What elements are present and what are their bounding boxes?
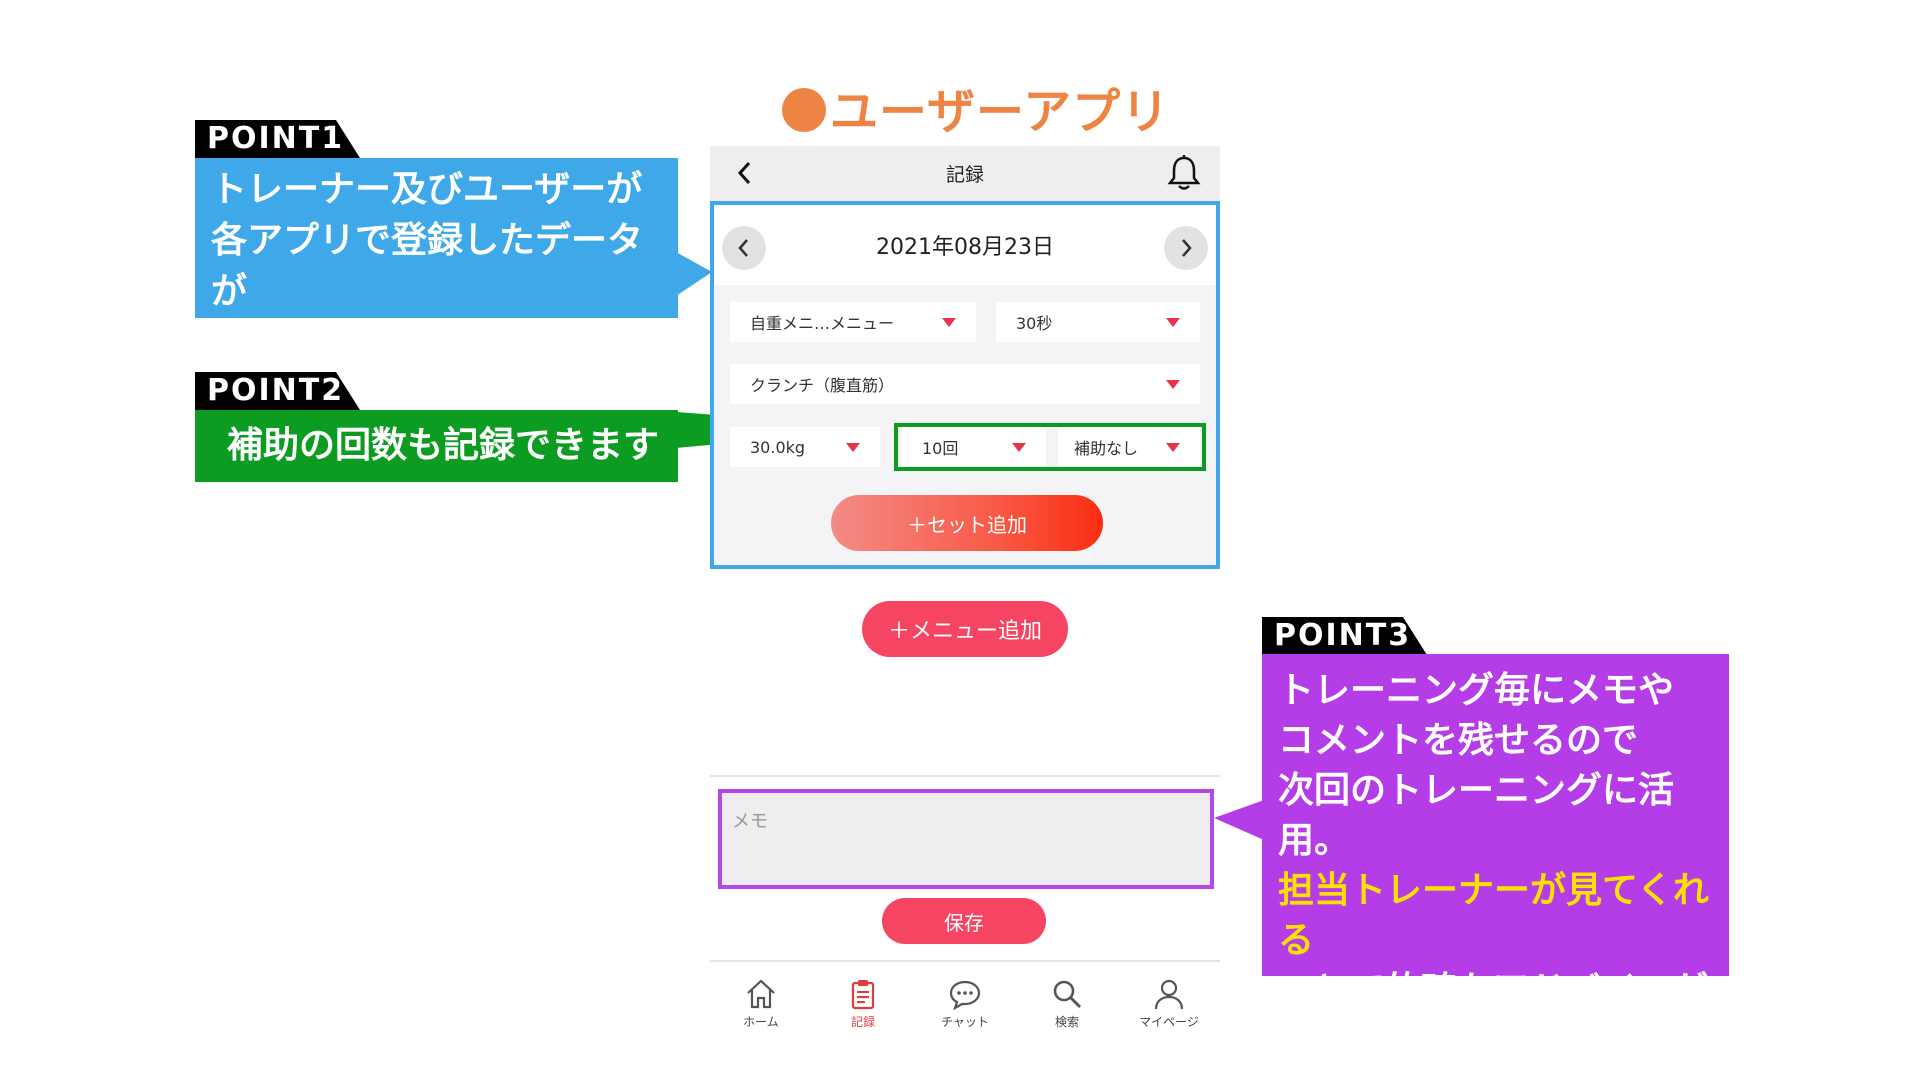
menu-select[interactable]: 自重メニ…メニュー [730, 302, 976, 342]
memo-placeholder: メモ [732, 811, 768, 832]
page-headline: ユーザーアプリ [782, 72, 1170, 142]
exercise-select[interactable]: クランチ（腹直筋） [730, 364, 1200, 404]
point1-tag: POINT1 [195, 120, 360, 158]
divider [710, 775, 1220, 777]
dropdown-arrow-icon [1166, 443, 1180, 452]
tab-label: 記録 [850, 1015, 875, 1029]
chevron-right-icon [1182, 239, 1192, 257]
weight-select[interactable]: 30.0kg [730, 427, 880, 467]
time-select[interactable]: 30秒 [996, 302, 1200, 342]
tab-chat[interactable]: チャット [914, 971, 1016, 1036]
phone-screen: 記録 2021年08月23日 自重メニ…メニュー 30秒 クランチ（腹直 [710, 146, 1220, 1066]
tab-mypage[interactable]: マイページ [1118, 971, 1220, 1036]
dropdown-arrow-icon [1166, 380, 1180, 389]
point3-text-end: ことで的確なアドバイスが もらえます。 [1278, 970, 1708, 1061]
date-label: 2021年08月23日 [876, 235, 1054, 260]
orange-dot-icon [782, 88, 826, 132]
dropdown-arrow-icon [1166, 318, 1180, 327]
reps-select-value: 10回 [922, 439, 959, 458]
point2-highlight-box [894, 423, 1206, 471]
divider [710, 960, 1220, 962]
notification-button[interactable] [1166, 154, 1202, 192]
search-icon [1053, 980, 1082, 1009]
point2-tag: POINT2 [195, 372, 360, 410]
point1-callout: トレーナー及びユーザーが 各アプリで登録したデータが 相互に反映！ [195, 158, 678, 363]
chevron-left-icon [738, 239, 748, 257]
dropdown-arrow-icon [1012, 443, 1026, 452]
weight-select-value: 30.0kg [750, 437, 806, 457]
point3-pointer [1214, 800, 1264, 840]
tab-label: マイページ [1139, 1015, 1199, 1029]
tab-label: ホーム [743, 1015, 779, 1029]
user-icon [1154, 979, 1184, 1010]
menu-select-value: 自重メニ…メニュー [750, 314, 895, 333]
dropdown-arrow-icon [846, 443, 860, 452]
assist-select[interactable]: 補助なし [1058, 427, 1200, 467]
tab-label: チャット [941, 1015, 989, 1029]
tab-label: 検索 [1054, 1015, 1079, 1029]
save-button[interactable]: 保存 [882, 898, 1046, 944]
time-select-value: 30秒 [1016, 314, 1053, 333]
prev-date-button[interactable] [722, 226, 766, 270]
point1-pointer [676, 252, 712, 296]
chat-icon [949, 980, 981, 1011]
headline-text: ユーザーアプリ [830, 84, 1171, 140]
app-header: 記録 [710, 146, 1220, 201]
header-title: 記録 [945, 164, 984, 186]
date-bar: 2021年08月23日 [714, 205, 1216, 285]
bell-icon [1167, 155, 1201, 190]
tab-search[interactable]: 検索 [1016, 971, 1118, 1036]
tab-home[interactable]: ホーム [710, 971, 812, 1036]
memo-input[interactable]: メモ [718, 789, 1214, 889]
chevron-left-icon [737, 161, 751, 185]
next-date-button[interactable] [1164, 226, 1208, 270]
add-menu-button[interactable]: ＋メニュー追加 [862, 601, 1068, 657]
home-icon [747, 979, 775, 1009]
add-set-button[interactable]: ＋セット追加 [831, 495, 1103, 551]
record-panel: 2021年08月23日 自重メニ…メニュー 30秒 クランチ（腹直筋） 30.0… [710, 201, 1220, 569]
assist-select-value: 補助なし [1074, 439, 1139, 458]
reps-select[interactable]: 10回 [902, 427, 1046, 467]
point3-tag: POINT3 [1262, 617, 1427, 655]
point3-highlight: 担当トレーナーが見てくれる [1278, 870, 1709, 961]
point2-callout: 補助の回数も記録できます [195, 410, 678, 482]
point3-text: トレーニング毎にメモや コメントを残せるので 次回のトレーニングに活用。 [1278, 670, 1675, 861]
tab-record[interactable]: 記録 [812, 971, 914, 1036]
back-button[interactable] [732, 158, 756, 188]
bottom-tab-bar: ホーム 記録 チャット 検索 [710, 971, 1220, 1036]
clipboard-icon [851, 980, 875, 1010]
point3-callout: トレーニング毎にメモや コメントを残せるので 次回のトレーニングに活用。 担当ト… [1262, 654, 1729, 1061]
dropdown-arrow-icon [942, 318, 956, 327]
exercise-select-value: クランチ（腹直筋） [750, 376, 895, 395]
